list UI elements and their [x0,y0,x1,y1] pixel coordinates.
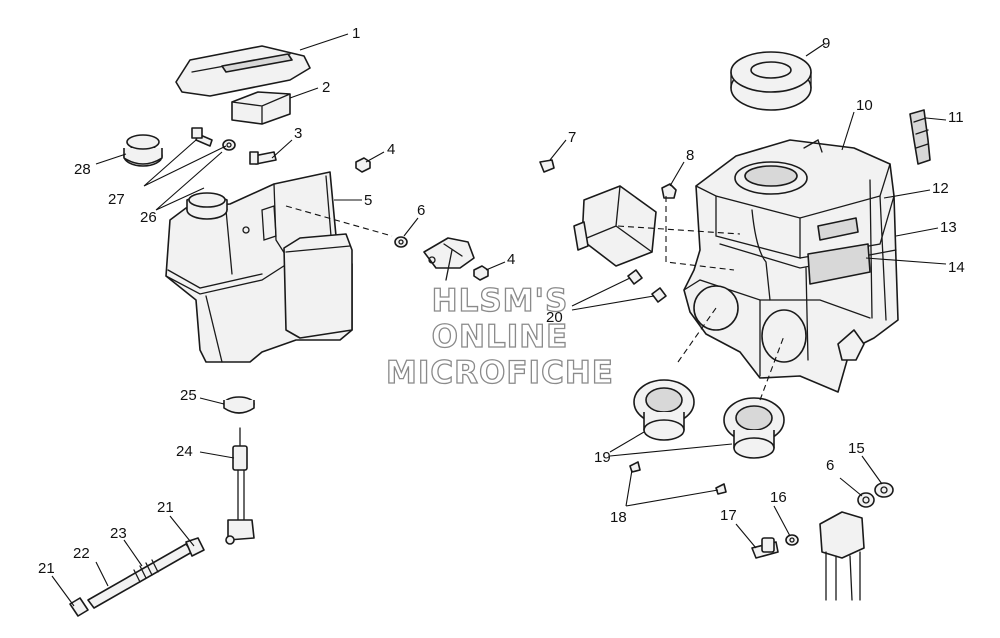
sensor-part [423,237,475,281]
callout-16: 16 [770,489,787,506]
part-25-grommet [223,396,255,414]
bracket-part [819,511,865,601]
callout-3: 3 [294,125,302,142]
callout-21b: 21 [38,560,55,577]
callout-10: 10 [856,97,873,114]
alignment-lines [285,196,785,401]
callout-20: 20 [546,309,563,326]
leader-lines [51,33,947,607]
callout-4b: 4 [507,251,515,268]
part-18-screws [629,461,727,495]
watermark: HLSM'S ONLINE MICROFICHE [385,282,614,391]
part-17-bolt [751,537,779,559]
part-26-washer [222,139,236,151]
callout-8: 8 [686,147,694,164]
part-19-boot-left [633,379,695,441]
part-11-latch [909,109,931,165]
part-16-washer [785,534,799,546]
callout-6: 6 [417,202,425,219]
part-8-nut [661,183,677,199]
callout-13: 13 [940,219,957,236]
callout-19: 19 [594,449,611,466]
callout-7: 7 [568,129,576,146]
callout-14: 14 [948,259,965,276]
part-24-pickup-tube [225,427,255,545]
part-4-nut-upper [355,157,371,173]
callout-5: 5 [364,192,372,209]
part-20-fittings [627,269,667,303]
callout-22: 22 [73,545,90,562]
part-27-bolt [191,127,213,147]
callout-2: 2 [322,79,330,96]
part-15-grommet [874,482,894,498]
part-9-foam-ring [730,51,812,111]
part-6-washer-middle [394,236,408,248]
watermark-line-1: HLSM'S [432,283,569,319]
part-23-clamp [133,559,159,583]
part-21-fitting-left [69,597,89,617]
part-10-airbox-housing [683,139,899,393]
watermark-line-2: ONLINE [432,319,569,355]
callout-labels: 1 2 3 4 5 6 4 7 8 9 10 11 12 13 14 20 25… [38,25,965,577]
part-28-cap [123,134,163,167]
part-3-bolt [249,151,277,165]
callout-24: 24 [176,443,193,460]
part-7-bolt [539,159,555,173]
part-4-nut-lower [473,265,489,281]
callout-4: 4 [387,141,395,158]
callout-11: 11 [948,109,964,126]
part-2-block [231,91,291,125]
callout-18: 18 [610,509,627,526]
callout-23: 23 [110,525,127,542]
part-5-reservoir [165,171,353,363]
callout-27: 27 [108,191,125,208]
callout-15: 15 [848,440,865,457]
callout-1: 1 [352,25,360,42]
callout-25: 25 [180,387,197,404]
watermark-line-3: MICROFICHE [386,355,614,391]
callout-6b: 6 [826,457,834,474]
callout-12: 12 [932,180,949,197]
part-19-boot-right [723,397,785,459]
part-6-washer-lower [857,492,875,508]
callout-28: 28 [74,161,91,178]
part-1-cover [175,45,311,97]
callout-26: 26 [140,209,157,226]
callout-17: 17 [720,507,737,524]
callout-9: 9 [822,35,830,52]
control-module [573,185,657,267]
callout-21a: 21 [157,499,174,516]
